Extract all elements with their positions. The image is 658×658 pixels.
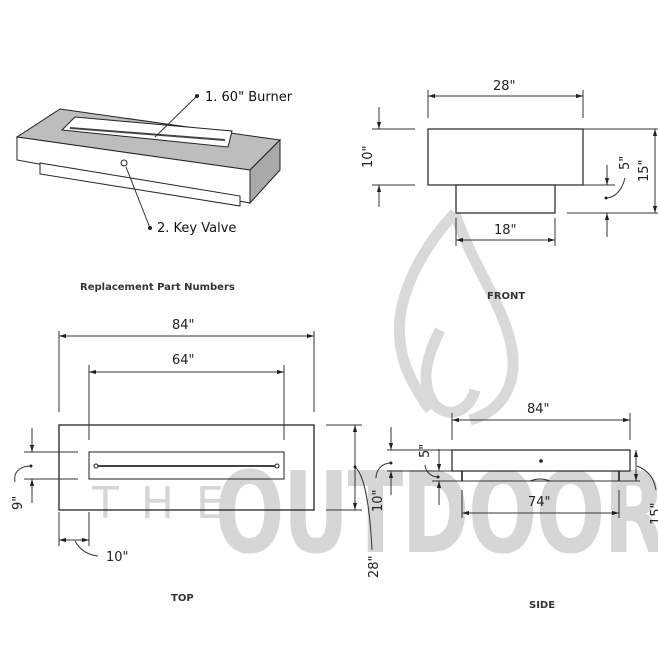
side-total-height-dim: 15" <box>649 502 658 525</box>
front-width-dim: 28" <box>493 79 516 94</box>
top-burner-length-dim: 64" <box>172 353 195 368</box>
perspective-caption: Replacement Part Numbers <box>80 282 235 293</box>
front-top-height-dim: 10" <box>361 145 376 168</box>
side-length-dim: 84" <box>527 402 550 417</box>
top-view: 84" 64" 9" 10" 28" TOP <box>11 318 382 604</box>
front-total-height-dim: 15" <box>637 159 652 182</box>
top-burner-width-dim: 9" <box>11 496 26 510</box>
front-base-width-dim: 18" <box>494 223 517 238</box>
front-base-height-dim: 5" <box>618 156 633 170</box>
callout-burner: 1. 60" Burner <box>205 90 293 105</box>
side-caption: SIDE <box>529 600 555 611</box>
flame-icon <box>393 209 519 426</box>
watermark: THE OUTDOOR <box>91 209 658 579</box>
side-base-height-dim: 5" <box>418 444 433 458</box>
top-caption: TOP <box>171 593 194 604</box>
side-view: 10" 5" 84" 74" 15" SIDE <box>371 402 658 611</box>
front-view: 28" 10" 15" 5" 18" FRONT <box>361 79 658 302</box>
side-base-length-dim: 74" <box>528 495 551 510</box>
top-length-dim: 84" <box>172 318 195 333</box>
callout-key-valve: 2. Key Valve <box>157 221 236 236</box>
top-width-dim: 28" <box>367 555 382 578</box>
front-caption: FRONT <box>487 291 525 302</box>
watermark-prefix: THE <box>91 478 246 529</box>
top-inset-dim: 10" <box>106 550 129 565</box>
side-top-height-dim: 10" <box>371 489 386 512</box>
perspective-view: 1. 60" Burner 2. Key Valve Replacement P… <box>15 90 293 293</box>
